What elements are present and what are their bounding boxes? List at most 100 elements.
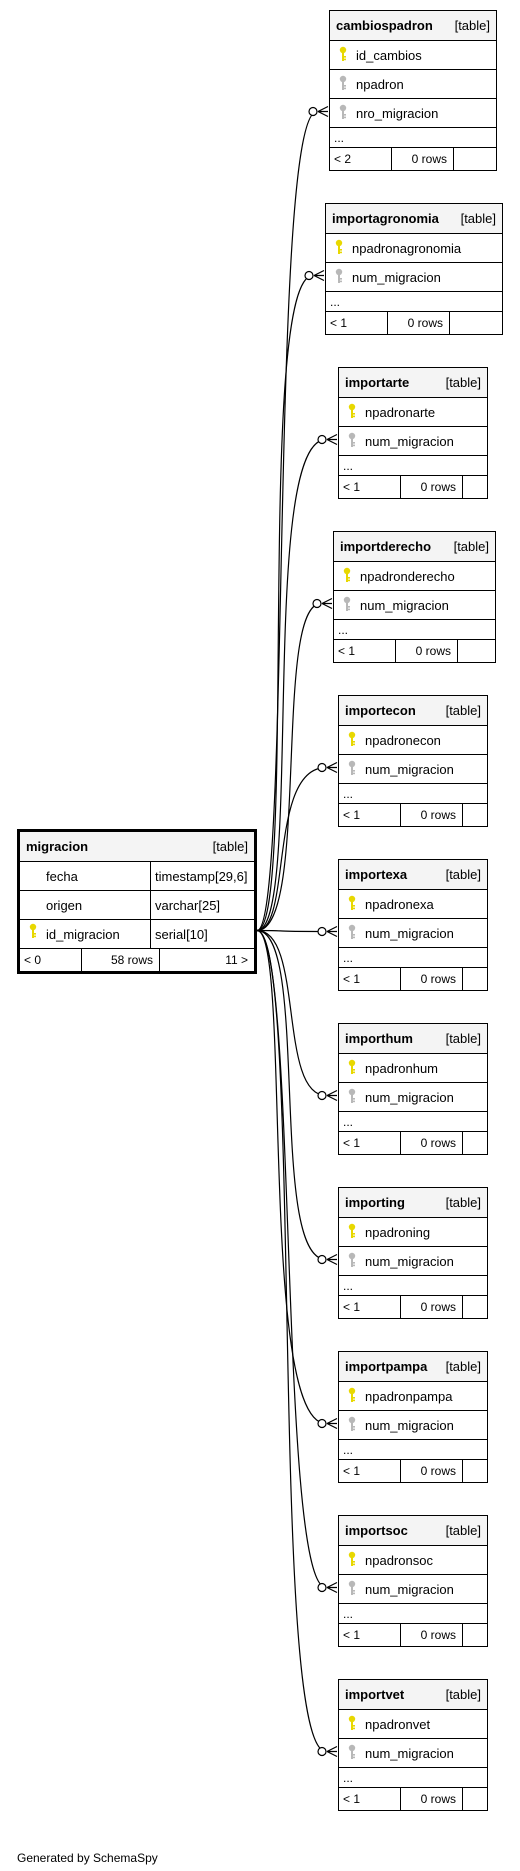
column-row: num_migracion: [326, 262, 502, 291]
more-columns: ...: [339, 1275, 487, 1295]
table-kind: [table]: [212, 839, 248, 854]
more-columns: ...: [339, 1111, 487, 1131]
parents-count[interactable]: < 1: [339, 1296, 401, 1318]
relationship-line-importderecho: [256, 602, 322, 932]
table-footer: < 0 58 rows 11 >: [20, 948, 254, 971]
parents-count[interactable]: < 1: [339, 1460, 401, 1482]
more-columns: ...: [339, 455, 487, 475]
row-count: 0 rows: [401, 1296, 463, 1318]
parents-count[interactable]: < 1: [339, 804, 401, 826]
row-count: 0 rows: [396, 640, 458, 662]
column-row: num_migracion: [334, 590, 495, 619]
row-count: 0 rows: [401, 1788, 463, 1810]
many-marker: [326, 1417, 338, 1430]
column-row: npadronsoc: [339, 1545, 487, 1574]
primary-key-icon: [339, 1715, 365, 1734]
many-marker: [326, 1745, 338, 1758]
column-name: num_migracion: [365, 1417, 454, 1433]
optional-marker: [317, 1746, 327, 1757]
many-marker: [313, 269, 325, 282]
parents-count[interactable]: < 1: [326, 312, 388, 334]
foreign-key-icon: [330, 104, 356, 123]
column-row: num_migracion: [339, 754, 487, 783]
column-row: npadronexa: [339, 889, 487, 918]
parents-count[interactable]: < 1: [339, 1132, 401, 1154]
more-columns: ...: [339, 1439, 487, 1459]
optional-marker: [317, 926, 327, 937]
table-name: importderecho: [340, 539, 432, 554]
column-name: npadronderecho: [360, 568, 455, 584]
table-name: migracion: [26, 839, 89, 854]
relationship-line-cambiospadron: [256, 110, 318, 932]
row-count: 0 rows: [388, 312, 450, 334]
table-name: importexa: [345, 867, 408, 882]
relationship-line-importagronomia: [256, 274, 314, 932]
row-count: 0 rows: [401, 1460, 463, 1482]
column-row: num_migracion: [339, 918, 487, 947]
table-header: importhum[table]: [339, 1024, 487, 1053]
parents-count[interactable]: < 1: [339, 476, 401, 498]
children-count[interactable]: 11 >: [225, 953, 248, 967]
table-header: migracion [table]: [20, 832, 254, 861]
row-count: 0 rows: [401, 804, 463, 826]
column-row: npadronhum: [339, 1053, 487, 1082]
column-row: fecha timestamp[29,6]: [20, 861, 254, 890]
table-migracion[interactable]: migracion [table] fecha timestamp[29,6] …: [17, 829, 257, 974]
optional-marker: [304, 270, 314, 281]
foreign-key-icon: [339, 1580, 365, 1599]
optional-marker: [317, 762, 327, 773]
foreign-key-icon: [339, 432, 365, 451]
parents-count[interactable]: < 2: [330, 148, 392, 170]
column-type: timestamp[29,6]: [155, 869, 248, 884]
parents-count[interactable]: < 1: [334, 640, 396, 662]
column-type: varchar[25]: [155, 898, 221, 913]
primary-key-icon: [339, 1551, 365, 1570]
more-columns: ...: [330, 127, 496, 147]
relationship-line-importarte: [256, 438, 327, 932]
row-count: 0 rows: [401, 1624, 463, 1646]
table-kind: [table]: [445, 1031, 481, 1046]
more-columns: ...: [339, 783, 487, 803]
relationship-line-importhum: [256, 929, 327, 1097]
table-name: importvet: [345, 1687, 405, 1702]
many-marker: [317, 105, 329, 118]
primary-key-icon: [339, 1059, 365, 1078]
table-kind: [table]: [445, 1687, 481, 1702]
table-header: cambiospadron[table]: [330, 11, 496, 40]
row-count: 0 rows: [392, 148, 454, 170]
table-name: importpampa: [345, 1359, 428, 1374]
table-kind: [table]: [454, 18, 490, 33]
column-name: num_migracion: [365, 761, 454, 777]
table-kind: [table]: [445, 1195, 481, 1210]
optional-marker: [308, 106, 318, 117]
parents-count[interactable]: < 1: [339, 968, 401, 990]
column-name: num_migracion: [360, 597, 449, 613]
relationship-line-importecon: [256, 766, 327, 932]
row-count: 0 rows: [401, 968, 463, 990]
column-name: npadronsoc: [365, 1552, 433, 1568]
column-row: origen varchar[25]: [20, 890, 254, 919]
parents-count[interactable]: < 0: [20, 949, 82, 971]
column-name: id_migracion: [46, 927, 120, 942]
parents-count[interactable]: < 1: [339, 1624, 401, 1646]
column-name: npadroning: [365, 1224, 431, 1240]
parents-count[interactable]: < 1: [339, 1788, 401, 1810]
column-row: npadron: [330, 69, 496, 98]
